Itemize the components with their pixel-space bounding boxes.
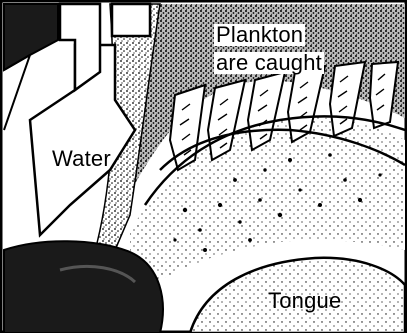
label-plankton-line1: Plankton	[214, 24, 305, 46]
label-tongue: Tongue	[268, 290, 341, 312]
label-plankton-line2: are caught	[214, 52, 324, 74]
label-water: Water	[52, 148, 111, 170]
water-source-box	[112, 4, 150, 36]
